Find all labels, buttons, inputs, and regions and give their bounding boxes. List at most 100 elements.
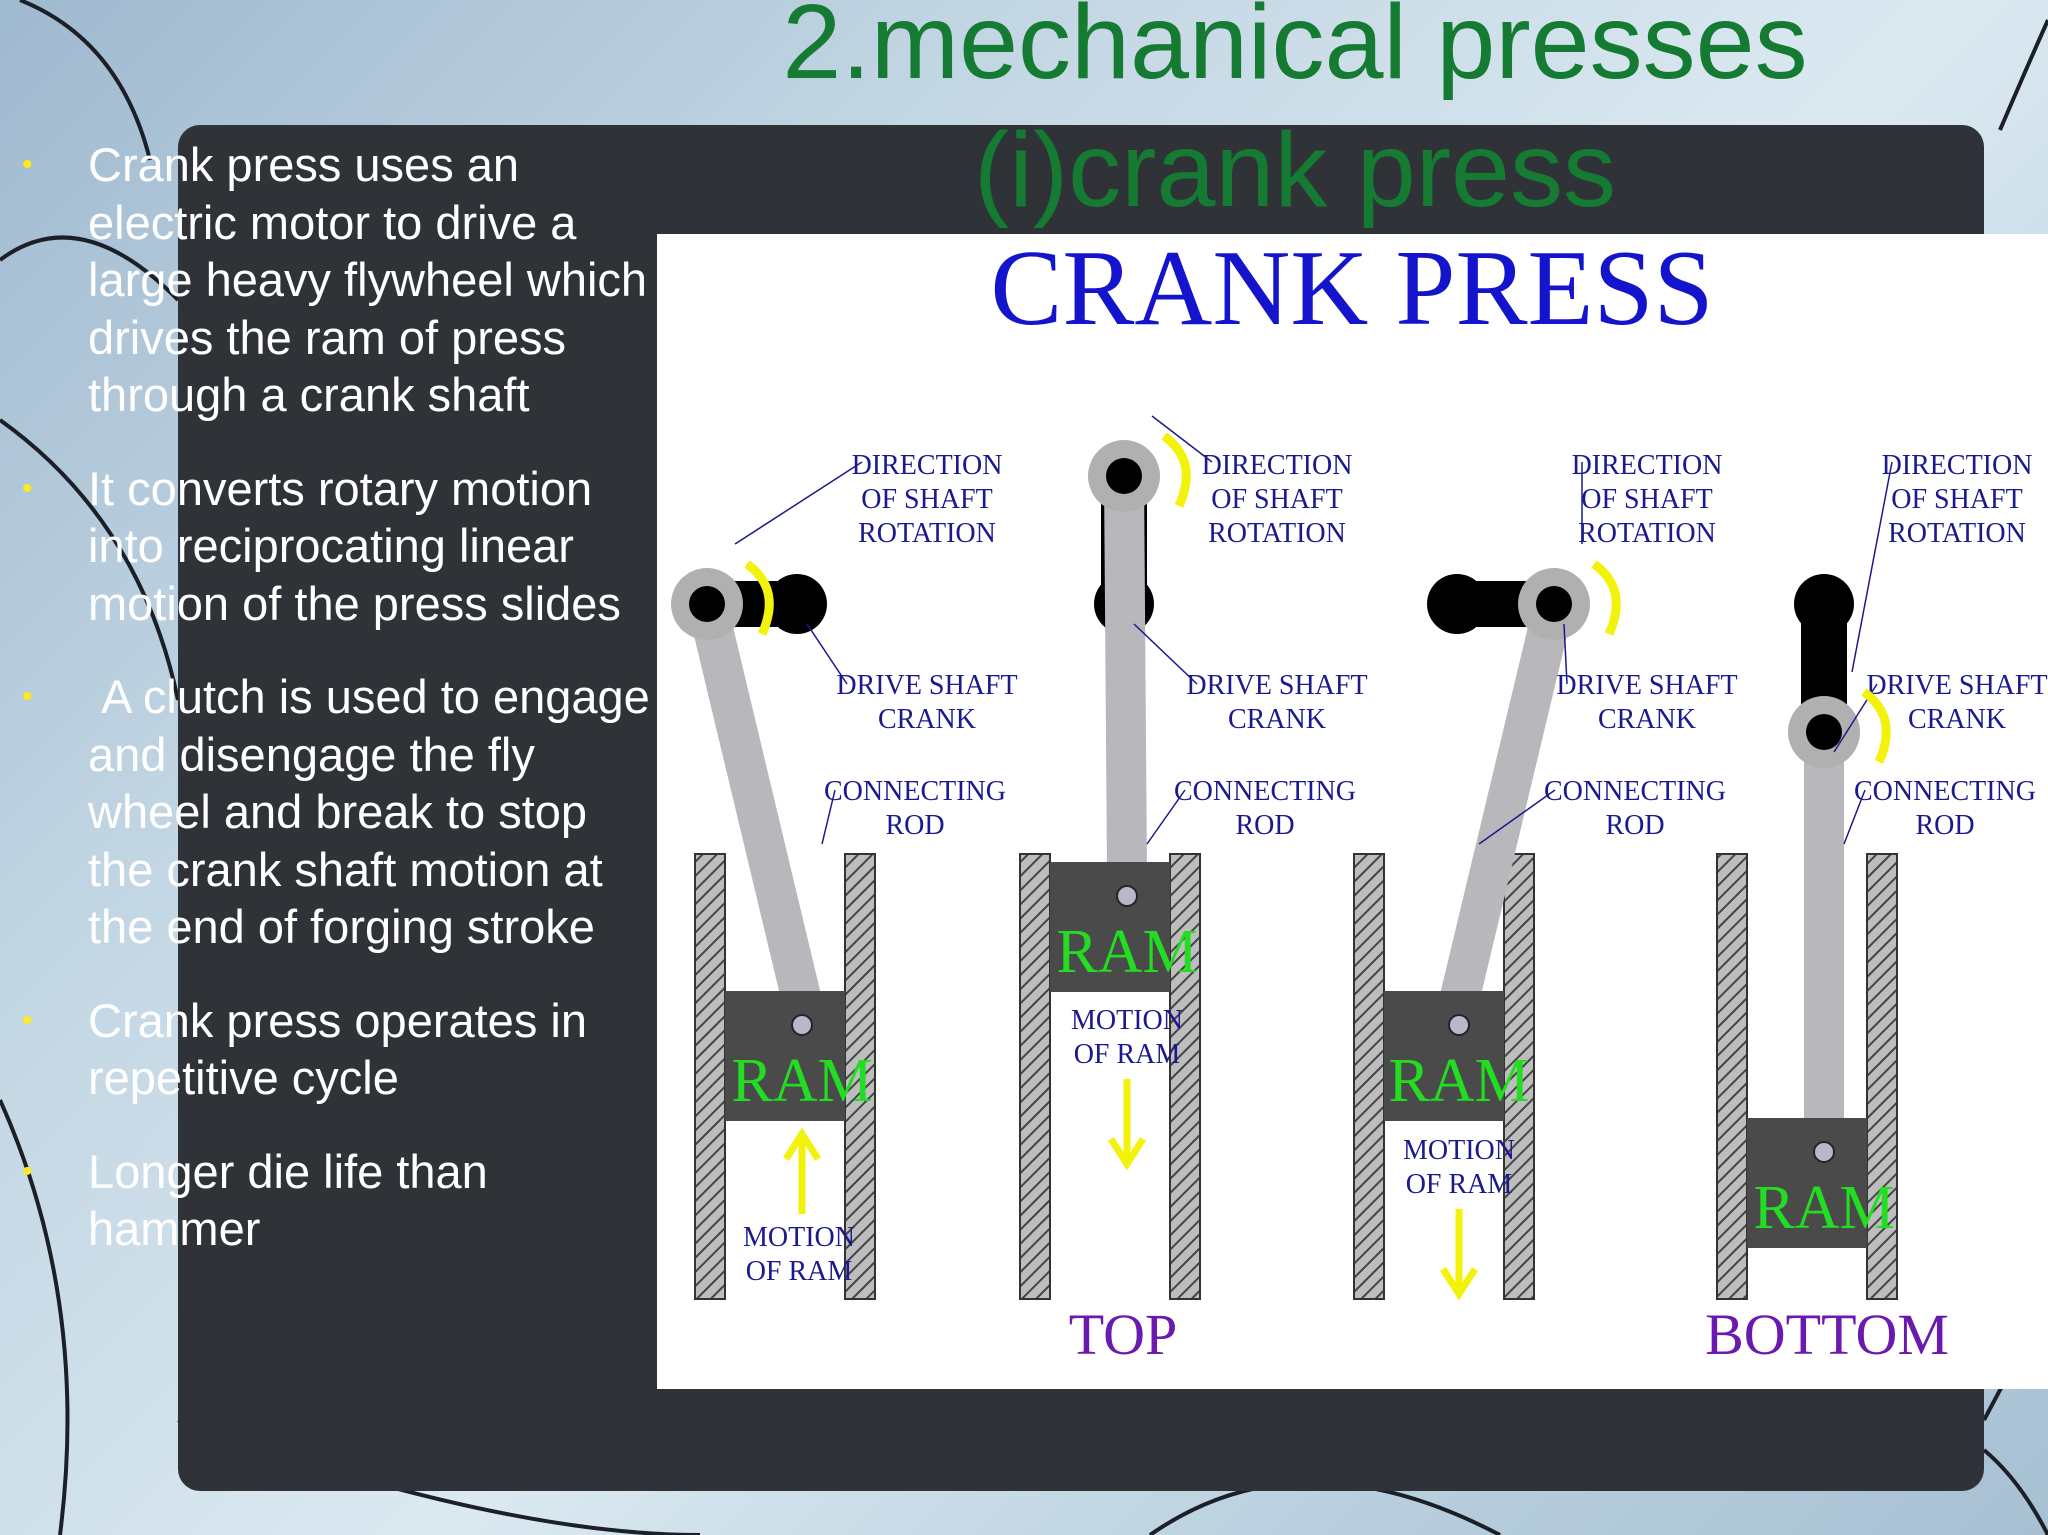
label-drive-shaft: DRIVE SHAFT <box>1186 670 1367 701</box>
rotation-arrow <box>1861 688 1891 764</box>
label-drive-shaft: DRIVE SHAFT <box>836 670 1017 701</box>
label-direction: ROTATION <box>1888 518 2026 549</box>
guide-wall-left <box>694 853 726 1300</box>
motion-arrow-head <box>1108 1137 1146 1171</box>
motion-label: OF RAM <box>1074 1039 1181 1070</box>
bullet-text: A clutch is used to engage and disengage… <box>88 670 663 953</box>
bullet-text: Crank press uses an electric motor to dr… <box>88 138 648 421</box>
bullet-item: • A clutch is used to engage and disenga… <box>20 668 660 956</box>
bullet-text: Crank press operates in repetitive cycle <box>88 993 587 1105</box>
ram-block <box>1384 991 1504 1121</box>
leader-line <box>1563 623 1568 685</box>
connecting-rod <box>687 599 822 1006</box>
position-label-bottom: BOTTOM <box>1705 1302 1949 1367</box>
label-direction: DIRECTION <box>852 450 1003 481</box>
ram-label: RAM <box>1388 1047 1529 1115</box>
bullet-marker: • <box>22 1154 33 1188</box>
label-drive-shaft: DRIVE SHAFT <box>1866 670 2047 701</box>
leader-line <box>821 789 836 845</box>
ram-label: RAM <box>1056 918 1197 986</box>
label-direction: OF SHAFT <box>1211 484 1342 515</box>
rod-pivot-center <box>1106 458 1142 494</box>
leader-line <box>1146 789 1186 845</box>
label-direction: OF SHAFT <box>861 484 992 515</box>
crank-pin <box>767 574 827 634</box>
title-line-2: (i)crank press <box>973 111 1616 229</box>
bullet-marker: • <box>22 148 33 181</box>
guide-wall-left <box>1716 853 1748 1300</box>
label-drive-shaft: CRANK <box>1598 704 1696 735</box>
label-direction: ROTATION <box>1208 518 1346 549</box>
label-connecting-rod: ROD <box>1915 810 1974 841</box>
ram-block <box>1050 862 1170 992</box>
ram-label: RAM <box>731 1047 872 1115</box>
ram-pin <box>1116 885 1138 907</box>
label-connecting-rod: ROD <box>885 810 944 841</box>
leader-line <box>1843 789 1866 845</box>
connecting-rod <box>1439 599 1574 1006</box>
leader-line <box>1133 623 1198 685</box>
leader-line <box>1478 789 1556 845</box>
guide-wall-right <box>1503 853 1535 1300</box>
guide-wall-left <box>1019 853 1051 1300</box>
label-drive-shaft: CRANK <box>1908 704 2006 735</box>
leader-line <box>1851 461 1893 673</box>
label-direction: OF SHAFT <box>1891 484 2022 515</box>
ram-pin <box>1448 1014 1470 1036</box>
rod-pivot-center <box>1806 714 1842 750</box>
ram-label: RAM <box>1753 1174 1894 1242</box>
bullet-list: • Crank press uses an electric motor to d… <box>20 136 660 1294</box>
ram-pin <box>1813 1141 1835 1163</box>
rotation-arrow <box>1591 560 1621 636</box>
motion-arrow-head <box>783 1127 821 1161</box>
label-drive-shaft: CRANK <box>878 704 976 735</box>
motion-arrow-head <box>1440 1267 1478 1301</box>
diagram-heading: CRANK PRESS <box>990 234 1713 348</box>
label-connecting-rod: ROD <box>1605 810 1664 841</box>
title-line-1: 2.mechanical presses <box>782 0 1808 101</box>
label-direction: DIRECTION <box>1572 450 1723 481</box>
crank-pin <box>1427 574 1487 634</box>
label-connecting-rod: CONNECTING <box>1544 776 1726 807</box>
rod-pivot-center <box>689 586 725 622</box>
label-direction: DIRECTION <box>1202 450 1353 481</box>
crank-pin <box>1794 574 1854 634</box>
guide-wall-right <box>1866 853 1898 1300</box>
guide-wall-left <box>1353 853 1385 1300</box>
rod-pivot-center <box>1536 586 1572 622</box>
label-connecting-rod: CONNECTING <box>824 776 1006 807</box>
motion-label: MOTION <box>743 1222 855 1253</box>
bullet-text: It converts rotary motion into reciproca… <box>88 461 621 630</box>
label-direction: ROTATION <box>1578 518 1716 549</box>
motion-label: OF RAM <box>746 1256 853 1287</box>
ram-pin <box>791 1014 813 1036</box>
bullet-item: • Longer die life than hammer <box>20 1143 660 1258</box>
label-connecting-rod: ROD <box>1235 810 1294 841</box>
label-direction: DIRECTION <box>1882 450 2033 481</box>
label-connecting-rod: CONNECTING <box>1174 776 1356 807</box>
ram-block <box>725 991 845 1121</box>
label-direction: OF SHAFT <box>1581 484 1712 515</box>
position-label-top: TOP <box>1069 1302 1178 1367</box>
bullet-text: Longer die life than hammer <box>88 1144 488 1256</box>
bullet-item: • Crank press uses an electric motor to d… <box>20 136 660 424</box>
bullet-item: • It converts rotary motion into reciproc… <box>20 460 660 633</box>
motion-label: OF RAM <box>1406 1169 1513 1200</box>
guide-wall-right <box>844 853 876 1300</box>
bullet-marker: • <box>22 471 33 505</box>
leader-line <box>734 461 863 545</box>
bullet-marker: • <box>22 1003 33 1037</box>
slide-title: 2.mechanical presses (i)crank press <box>600 0 1990 234</box>
bullet-marker: • <box>22 680 33 713</box>
leader-line <box>806 623 848 685</box>
bullet-item: • Crank press operates in repetitive cycl… <box>20 992 660 1107</box>
rotation-arrow <box>744 560 774 636</box>
guide-wall-right <box>1169 853 1201 1300</box>
label-drive-shaft: CRANK <box>1228 704 1326 735</box>
leader-line <box>1151 415 1213 463</box>
motion-label: MOTION <box>1071 1005 1183 1036</box>
label-drive-shaft: DRIVE SHAFT <box>1556 670 1737 701</box>
motion-label: MOTION <box>1403 1135 1515 1166</box>
connecting-rod <box>1104 475 1147 873</box>
